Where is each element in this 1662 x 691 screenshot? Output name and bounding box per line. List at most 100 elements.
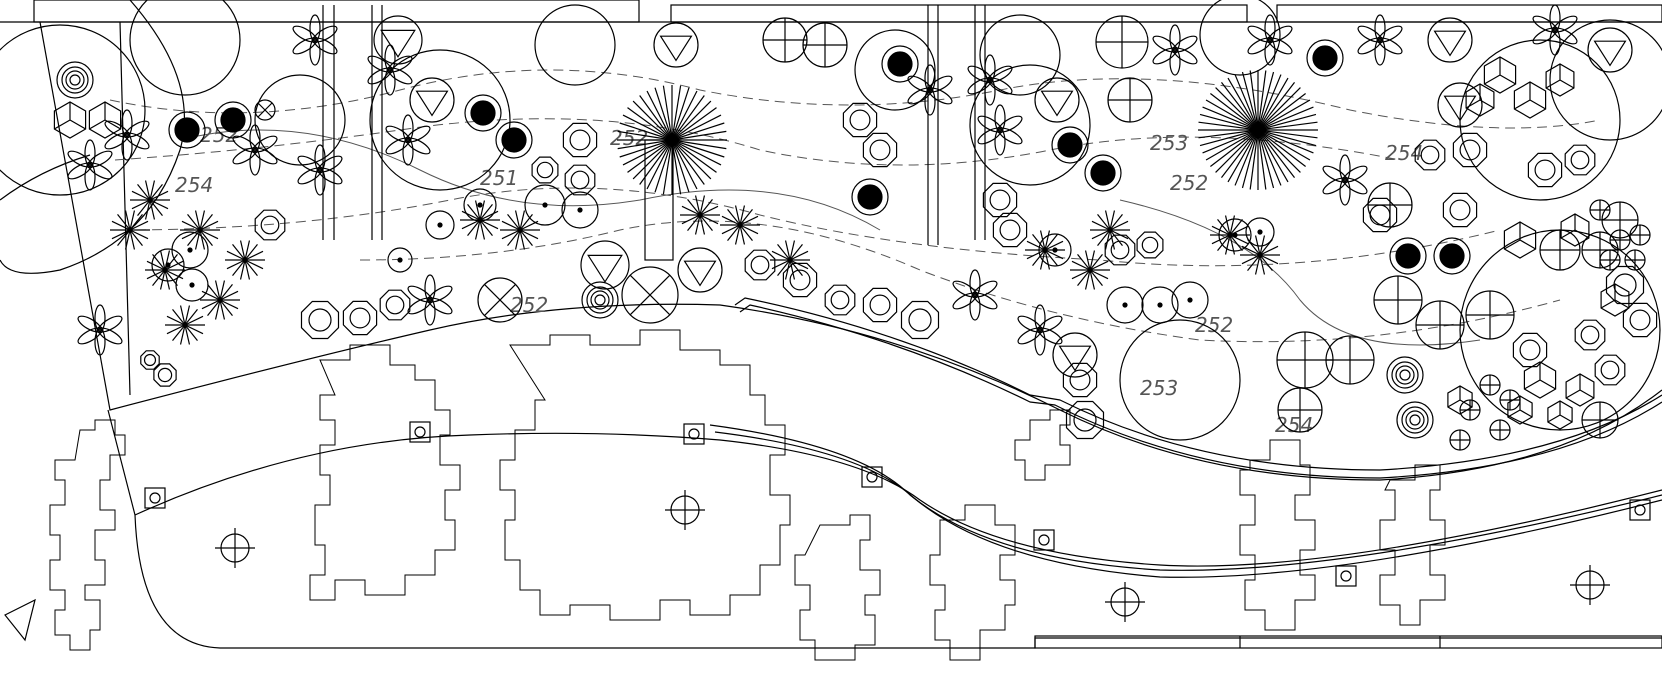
cube-shrub-icon: [1503, 221, 1537, 259]
quartered-circle-icon: [1629, 224, 1651, 246]
contour-label: 252: [510, 293, 548, 317]
starburst-icon: [770, 240, 810, 280]
shrub-icon: [1574, 319, 1606, 351]
shrub-icon: [744, 249, 776, 281]
contour-label: 252: [1195, 313, 1233, 337]
starburst-icon: [1240, 235, 1280, 275]
dark-tree-icon: [1051, 126, 1089, 164]
shrub-icon: [379, 289, 411, 321]
dark-tree-icon: [1389, 237, 1427, 275]
quartered-circle-icon: [1539, 229, 1581, 271]
dark-tree-icon: [464, 94, 502, 132]
contour-label: 252: [1170, 171, 1208, 195]
quartered-circle-icon: [1624, 249, 1646, 271]
quartered-circle-icon: [1581, 401, 1619, 439]
light-fixture-icon: [1033, 529, 1055, 551]
flower-icon: [1322, 154, 1368, 206]
light-fixture-icon: [1335, 565, 1357, 587]
quartered-circle-icon: [1609, 229, 1631, 251]
quartered-circle-icon: [1479, 374, 1501, 396]
flower-icon: [1532, 4, 1578, 56]
shrub-icon: [1594, 354, 1626, 386]
flower-icon: [1247, 14, 1293, 66]
light-fixture-icon: [861, 466, 883, 488]
dot-circle-icon: [425, 210, 455, 240]
shrub-icon: [982, 182, 1018, 218]
quartered-circle-icon: [1459, 399, 1481, 421]
light-fixture-icon: [683, 423, 705, 445]
crosshair-icon: [665, 490, 705, 530]
quartered-circle-icon: [1107, 77, 1153, 123]
flower-icon: [907, 64, 953, 116]
planting-bed-outline: [39, 21, 1662, 481]
plant-symbols: [53, 4, 1658, 451]
shrub-icon: [1065, 400, 1105, 440]
quartered-circle-icon: [1599, 249, 1621, 271]
flower-icon: [977, 104, 1023, 156]
flower-icon: [77, 304, 123, 356]
triangle-tree-icon: [653, 22, 699, 68]
target-icon: [56, 61, 94, 99]
flower-icon: [367, 44, 413, 96]
crosshair-icon: [1105, 582, 1145, 622]
shrub-icon: [782, 262, 818, 298]
quartered-circle-icon: [1489, 419, 1511, 441]
contour-label: 254: [175, 173, 213, 197]
flower-icon: [292, 14, 338, 66]
dot-circle-icon: [1038, 233, 1072, 267]
starburst-icon: [145, 250, 185, 290]
crossed-circle-icon: [254, 99, 276, 121]
flower-icon: [952, 269, 998, 321]
shrub-icon: [564, 164, 596, 196]
dark-tree-icon: [1084, 154, 1122, 192]
shrub-icon: [824, 284, 856, 316]
dot-circle-icon: [175, 268, 209, 302]
dot-circle-icon: [171, 231, 209, 269]
canopy-outlines: [49, 329, 1446, 661]
shrub-icon: [1564, 144, 1596, 176]
cloud-outline-icon: [794, 514, 881, 661]
shrub-icon: [862, 287, 898, 323]
flower-icon: [1357, 14, 1403, 66]
tree-canopy-icon: [1549, 19, 1662, 141]
light-fixture-icon: [409, 421, 431, 443]
shrub-icon: [562, 122, 598, 158]
structure-posts: [322, 5, 986, 261]
contour-label: 253: [1150, 131, 1188, 155]
cloud-outline-icon: [1239, 439, 1316, 631]
starburst-icon: [680, 195, 720, 235]
arrow-icon: [4, 598, 36, 642]
tree-canopy-icon: [969, 64, 1091, 186]
cube-shrub-icon: [88, 101, 122, 139]
cloud-outline-icon: [309, 344, 461, 601]
shrub-icon: [842, 102, 878, 138]
dot-circle-icon: [1171, 281, 1209, 319]
tree-canopy-icon: [1119, 319, 1241, 441]
tree-canopy-icon: [534, 4, 616, 86]
tree-canopy-icon: [1459, 39, 1621, 201]
cube-shrub-icon: [1545, 63, 1575, 97]
cloud-outline-icon: [49, 419, 126, 651]
crossed-circle-icon: [621, 266, 679, 324]
shrub-icon: [531, 156, 559, 184]
contour-label: 254: [1385, 141, 1423, 165]
triangle-tree-icon: [1437, 82, 1483, 128]
flower-icon: [104, 109, 150, 161]
cube-shrub-icon: [1483, 56, 1517, 94]
flower-icon: [67, 139, 113, 191]
starburst-icon: [1198, 70, 1318, 190]
target-icon: [581, 281, 619, 319]
shrub-icon: [1452, 132, 1488, 168]
contour-lines: [109, 69, 1601, 343]
cube-shrub-icon: [1465, 83, 1495, 117]
dot-circle-icon: [524, 184, 566, 226]
path-lights: [144, 421, 1651, 587]
shrub-icon: [900, 300, 940, 340]
starburst-icon: [500, 210, 540, 250]
quartered-circle-icon: [1373, 275, 1423, 325]
starburst-icon: [1070, 250, 1110, 290]
dark-tree-icon: [851, 178, 889, 216]
triangle-tree-icon: [373, 15, 423, 65]
dot-circle-icon: [1141, 286, 1179, 324]
